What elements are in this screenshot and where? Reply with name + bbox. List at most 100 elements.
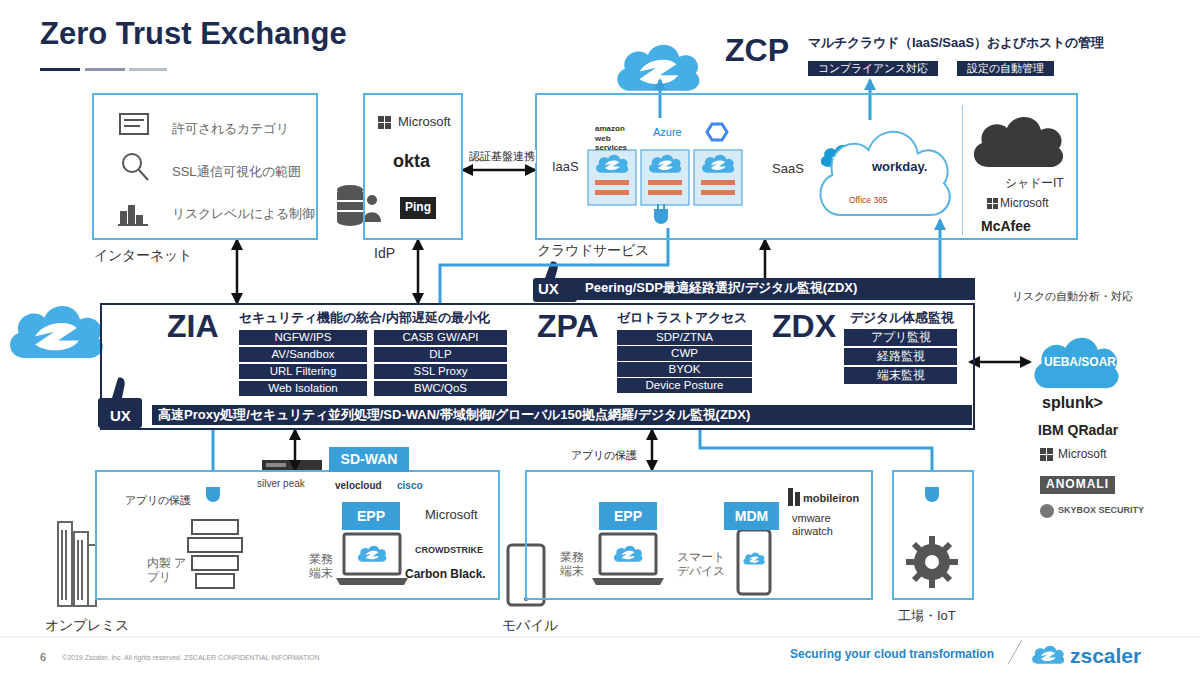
node-heading: EPP — [614, 508, 642, 524]
microsoft-logo — [378, 116, 384, 122]
feature-pill: SSL Proxy — [374, 364, 507, 379]
mdm-tag: MDM — [724, 502, 779, 530]
internet-icons — [121, 212, 126, 224]
security-partner-logos — [1047, 448, 1053, 454]
node-text: ゼロトラストアクセス — [617, 311, 747, 326]
mobileiron-logo — [788, 488, 793, 506]
feature-pill: URL Filtering — [239, 364, 367, 379]
node-text: 設定の自動管理 — [957, 61, 1054, 76]
zcp-group: ZCPマルチクラウド（IaaS/SaaS）およびホストの管理コンプライアンス対応… — [600, 30, 1110, 80]
shadow-it-group: シャドーITMicrosoftMcAfee — [962, 105, 1074, 235]
node-heading: BWC/QoS — [414, 382, 467, 395]
node-text: Microsoft — [425, 508, 478, 523]
security-partner-logos — [1047, 455, 1053, 461]
microsoft-logo — [378, 123, 384, 129]
thumbs-up-icon — [112, 378, 125, 398]
server-icon — [196, 574, 234, 588]
node-heading: 経路監視 — [877, 350, 925, 363]
feature-pill: BWC/QoS — [374, 381, 507, 396]
footer — [1032, 646, 1064, 664]
connector — [236, 240, 239, 303]
note-label: リスクの自動分析・対応 — [1012, 290, 1133, 303]
title-underline — [40, 68, 167, 71]
node-text: SSL通信可視化の範囲 — [172, 165, 301, 180]
note-label: ©2019 Zscaler, Inc. All rights reserved.… — [62, 654, 320, 662]
node-text: velocloud — [335, 480, 382, 492]
mobile-box: EPPMDMmobileironvmware airwatch業務 端末スマート… — [525, 470, 873, 600]
laptop-icon — [358, 546, 387, 562]
node-heading: Web Isolation — [268, 382, 337, 395]
node-text: Carbon Black. — [405, 568, 486, 582]
decor-shape — [595, 190, 629, 195]
smartphone-icon — [743, 552, 764, 564]
node-text: 業務 端末 — [560, 550, 586, 579]
connector — [659, 80, 662, 118]
node-heading: SSL Proxy — [414, 365, 468, 378]
laptop-icon — [336, 534, 408, 585]
iaas-tiles — [641, 150, 689, 205]
server-icon — [192, 520, 238, 534]
feature-pill: アプリ監視 — [844, 329, 957, 346]
sd-wan-tag: SD-WAN — [329, 447, 409, 472]
internet-icons — [139, 170, 148, 180]
connector — [700, 430, 932, 470]
node-text: Azure — [653, 126, 682, 139]
node-heading: BYOK — [669, 363, 701, 376]
node-text: amazon web services — [595, 124, 641, 153]
internet-icons — [137, 216, 142, 224]
connector — [651, 430, 654, 470]
decor-shape — [648, 180, 682, 185]
zpa-section: SDP/ZTNACWPBYOKDevice PostureZPAゼロトラストアク… — [537, 308, 762, 403]
node-text: リスクレベルによる制御 — [172, 207, 315, 222]
thumbs-up-icon — [98, 378, 142, 428]
node-text: インターネット — [94, 247, 192, 263]
feature-pill: CASB GW/API — [374, 330, 507, 345]
node-text: デジタル体感監視 — [850, 311, 954, 326]
note-label: ANOMALI — [1040, 476, 1115, 494]
buildings — [58, 522, 96, 606]
decor-shape — [648, 190, 682, 195]
feature-pill: NGFW/IPS — [239, 330, 367, 345]
laptop-icon — [600, 534, 656, 574]
iaas-tiles — [663, 204, 665, 209]
google-cloud-logo — [707, 124, 727, 140]
node-text: Peering/SDP最適経路選択/デジタル監視(ZDX) — [585, 281, 857, 296]
connector — [463, 169, 535, 172]
sd-wan-devices — [266, 463, 286, 467]
node-heading: IaaS — [552, 160, 579, 175]
node-heading: MDM — [735, 508, 768, 524]
connector — [970, 361, 1030, 364]
decor-shape — [595, 180, 735, 195]
node-text: オンプレミス — [45, 617, 129, 633]
epp-tag: EPP — [342, 502, 400, 530]
zcp-cloud-icon — [617, 45, 699, 91]
node-heading: UX — [538, 280, 559, 297]
ueba-soar-cloud: UEBA/SOAR — [1030, 332, 1122, 390]
node-heading: 端末監視 — [877, 369, 925, 382]
connector-label: アプリの保護 — [570, 449, 638, 462]
note-label: SKYBOX SECURITY — [1058, 505, 1144, 515]
iaas-tiles — [596, 155, 628, 173]
feature-pill: AV/Sandbox — [239, 347, 367, 362]
node-heading: SDP/ZTNA — [656, 331, 713, 344]
internet-icons — [118, 114, 148, 225]
note-label: IBM QRadar — [1038, 422, 1118, 438]
feature-pill: SDP/ZTNA — [617, 330, 752, 345]
shadow-it-microsoft-logo — [993, 204, 998, 209]
microsoft-logo — [378, 116, 391, 129]
idp-database-icon — [367, 195, 377, 205]
cloud-outline — [1035, 339, 1117, 387]
factory-gear-icon — [925, 555, 939, 569]
smartphone-icon — [738, 530, 770, 594]
idp-database-icon — [337, 185, 381, 226]
idp-database-icon — [337, 192, 363, 200]
security-partner-logos — [1040, 455, 1046, 461]
iaas-tiles — [649, 155, 681, 173]
node-heading: EPP — [357, 508, 385, 524]
idp-database-icon — [337, 202, 363, 210]
node-heading: mobileiron — [803, 492, 859, 505]
platform-band: NGFW/IPSCASB GW/APIAV/SandboxDLPURL Filt… — [100, 303, 975, 430]
node-heading: AV/Sandbox — [271, 348, 334, 361]
shadow-it-cloud — [974, 117, 1063, 167]
feature-pill: CWP — [617, 346, 752, 361]
